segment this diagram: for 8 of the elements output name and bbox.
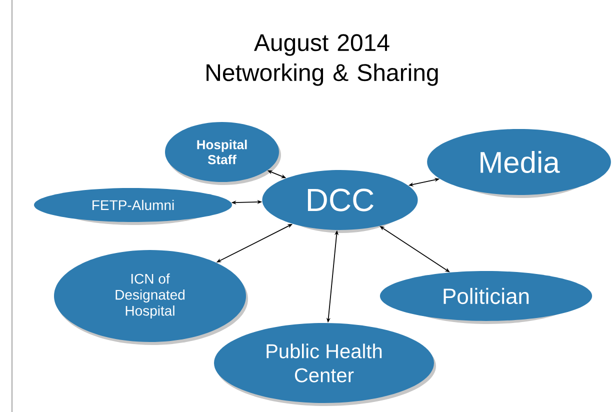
ellipse-node: Politician <box>380 271 592 324</box>
ellipse-node: Media <box>427 129 611 198</box>
ellipse-node: FETP-Alumni <box>34 188 232 225</box>
title: August 2014 Networking & Sharing <box>206 34 438 86</box>
ellipse-node: Public Health Center <box>214 323 436 406</box>
ellipse-node: ICN of Designated Hospital <box>54 250 248 345</box>
ellipse-node: Hospital Staff <box>165 122 281 185</box>
ellipse-node: DCC <box>262 170 418 233</box>
